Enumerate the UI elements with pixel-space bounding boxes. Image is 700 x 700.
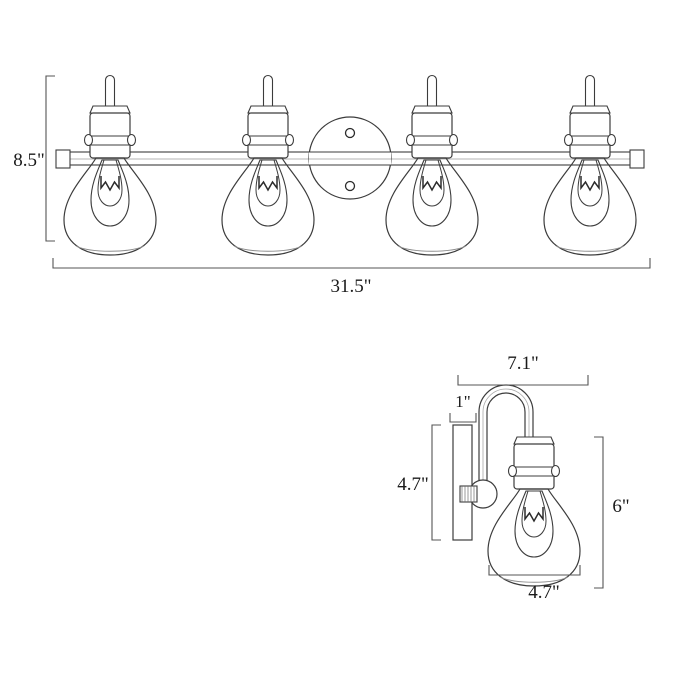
- dimension-backplate-height-label: 4.7": [397, 474, 429, 495]
- backplate: [452, 424, 473, 541]
- side-view-group: 7.1" 1" 4.7" 6" 4.7": [397, 353, 629, 603]
- dimension-side-extension: 7.1": [457, 353, 589, 386]
- front-view-group: 8.5" 31.5": [13, 74, 651, 297]
- dimension-front-height-label: 8.5": [13, 150, 45, 171]
- dimension-backplate-depth-label: 1": [455, 392, 470, 411]
- dimension-front-width-label: 31.5": [330, 276, 371, 297]
- dimension-side-total-height-label: 6": [612, 496, 629, 517]
- dimension-front-height: 8.5": [13, 75, 55, 242]
- canopy-screw-hole-bottom: [344, 180, 356, 192]
- dimension-shade-width-label: 4.7": [528, 582, 560, 603]
- dimension-backplate-height: 4.7": [397, 424, 441, 541]
- dimension-side-extension-label: 7.1": [507, 353, 539, 374]
- arm-pivot-knob: [459, 479, 498, 509]
- canopy-screw-hole-top: [344, 127, 356, 139]
- dimension-front-width: 31.5": [52, 258, 651, 297]
- center-canopy-plate: [308, 116, 392, 200]
- dimension-shade-width: 4.7": [488, 565, 581, 603]
- dimension-backplate-depth: 1": [449, 392, 477, 423]
- dimension-side-total-height: 6": [594, 436, 630, 589]
- side-lamp-head: [487, 436, 581, 587]
